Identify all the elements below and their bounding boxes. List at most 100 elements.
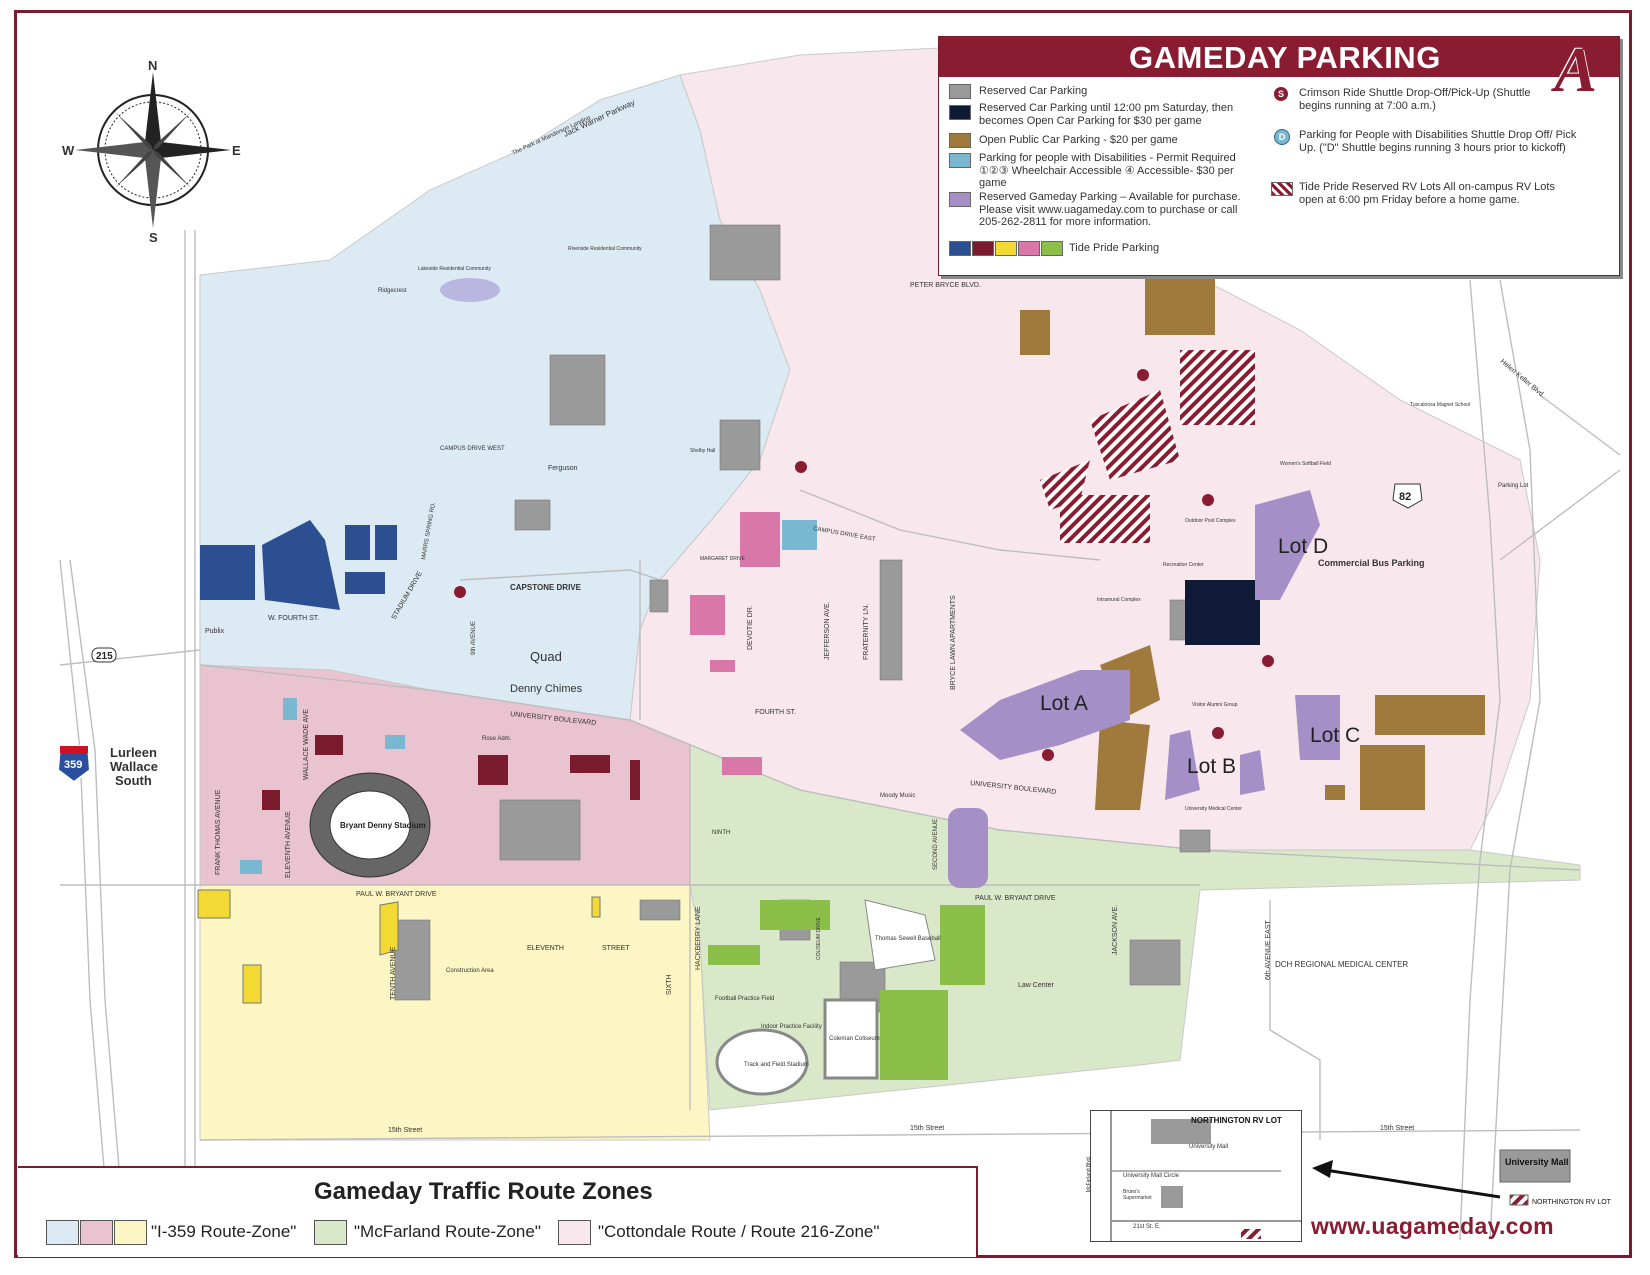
ridgecrest-label: Ridgecrest: [378, 288, 407, 294]
second-ave-label: SECOND AVENUE: [933, 819, 939, 870]
track-label: Track and Field Stadium: [744, 1062, 809, 1068]
eleventh-label: ELEVENTH: [527, 945, 564, 952]
rv-lots: [1040, 350, 1255, 543]
pwb-label-2: PAUL W. BRYANT DRIVE: [975, 895, 1056, 902]
tide-pride-pink-lots: [690, 512, 780, 775]
legend-tide-pride: Tide Pride Parking: [1069, 242, 1160, 254]
inset-arrow: [1324, 1168, 1501, 1199]
i359-label: 359: [64, 759, 82, 771]
tide-pride-blue-lots: [200, 520, 397, 610]
fifteenth-2: 15th Street: [910, 1125, 944, 1132]
moody-label: Moody Music: [880, 793, 915, 799]
navy-swatch: [949, 105, 971, 120]
commercial-label: Commercial Bus Parking: [1318, 558, 1425, 568]
legend-shuttle: Crimson Ride Shuttle Drop-Off/Pick-Up (S…: [1299, 87, 1531, 112]
tide-pride-pink: [1018, 241, 1040, 256]
tide-pride-yellow-lots: [197, 889, 601, 1004]
tide-pride-yellow: [995, 241, 1017, 256]
outdoor-pool-label: Outdoor Pool Complex: [1185, 518, 1236, 524]
rv-hatch-swatch: [1271, 182, 1293, 196]
football-label: Football Practice Field: [715, 996, 774, 1002]
lot-c-label: Lot C: [1310, 724, 1360, 747]
legend-header: GAMEDAY PARKING: [939, 37, 1619, 77]
i359-shield: [56, 745, 92, 784]
zone-pink-swatch: [558, 1220, 591, 1245]
hackberry-label: HACKBERRY LANE: [695, 906, 702, 970]
route82-shield: [1392, 483, 1423, 509]
disability-lots: [240, 520, 817, 874]
zone-mcfarland-label: "McFarland Route-Zone": [354, 1222, 541, 1241]
bryce-lawn-label: BRYCE LAWN APARTMENTS: [950, 595, 957, 690]
lurleen-label-2: Wallace: [110, 759, 158, 774]
reserved-swatch: [949, 84, 971, 99]
shelby-label: Shelby Hall: [690, 448, 715, 454]
tide-pride-green-lots: [708, 900, 985, 1080]
zone-blue-swatch: [46, 1220, 79, 1245]
inset-univ-mall: University Mall: [1189, 1144, 1229, 1150]
legend-navy: Reserved Car Parking until 12:00 pm Satu…: [979, 102, 1234, 127]
helen-keller-label: Helen Keller Blvd.: [1499, 358, 1546, 399]
visitor-alumni-label: Visitor Alumni Group: [1192, 702, 1238, 708]
sixth-ave-east-label: 6th AVENUE EAST: [1265, 919, 1272, 980]
wallace-wade-label: WALLACE WADE AVE: [303, 709, 310, 780]
inset-arrow-head: [1312, 1160, 1333, 1178]
purple-swatch: [949, 192, 971, 207]
pwb-label-1: PAUL W. BRYANT DRIVE: [356, 891, 437, 898]
script-a-logo: A: [1554, 34, 1597, 105]
disability-swatch: [949, 153, 971, 168]
northington-rv-label: NORTHINGTON RV LOT: [1532, 1199, 1612, 1206]
inset-21st: 21st St. E.: [1133, 1224, 1161, 1230]
baseball-field: [864, 899, 936, 971]
navy-lot: [1185, 580, 1260, 645]
sewell-label: Thomas Sewell Baseball: [875, 936, 941, 942]
ferguson-label: Ferguson: [548, 465, 578, 472]
legend-title: GAMEDAY PARKING: [1129, 40, 1441, 75]
compass-e: E: [232, 143, 241, 158]
capstone-label: CAPSTONE DRIVE: [510, 583, 582, 592]
intramural-label: Intramural Complex: [1097, 597, 1141, 603]
sixth-ave-label: SIXTH: [666, 974, 673, 995]
track-shape: [715, 1028, 809, 1096]
parking-lot-label: Parking Lot: [1498, 483, 1529, 489]
zone-yellow-swatch: [114, 1220, 147, 1245]
lot-d-label: Lot D: [1278, 535, 1328, 558]
roads: [59, 230, 1621, 1241]
route215-label: 215: [96, 651, 113, 662]
construction-label: Construction Area: [446, 968, 494, 974]
open-public-lots: [1020, 270, 1485, 810]
margaret-label: MARGARET DRIVE: [700, 556, 746, 562]
lake: [440, 278, 500, 302]
denny-label: Denny Chimes: [510, 683, 583, 695]
quad-label: Quad: [530, 649, 562, 664]
reserved-purple-lots: [948, 490, 1340, 888]
lurleen-label-1: Lurleen: [110, 745, 157, 760]
fifteenth-1: 15th Street: [388, 1127, 422, 1134]
lot-a-label: Lot A: [1040, 692, 1088, 715]
dch-label: DCH REGIONAL MEDICAL CENTER: [1275, 960, 1408, 969]
ninth-label: NINTH: [712, 830, 730, 836]
rose-label: Rose Adm.: [482, 736, 512, 742]
tide-pride-green: [1041, 241, 1063, 256]
compass-w: W: [62, 143, 75, 158]
inset-mcfarland: McFarland Blvd.: [1086, 1155, 1093, 1193]
fourth-st-label: FOURTH ST.: [755, 709, 796, 716]
northington-rv-swatch: [1509, 1194, 1529, 1206]
softball-label: Women's Softball Field: [1280, 461, 1331, 467]
zones-title: Gameday Traffic Route Zones: [314, 1178, 653, 1205]
publix-label: Publix: [205, 628, 225, 635]
jackson-label: JACKSON AVE.: [1112, 905, 1119, 955]
stadium-label: Bryant Denny Stadium: [340, 821, 426, 830]
coliseum-dr-label: COLISEUM DRIVE: [816, 917, 822, 960]
ninth-ave-label: 9th AVENUE: [471, 621, 477, 655]
coleman-coliseum-shape: [823, 998, 879, 1080]
lurleen-label-3: South: [115, 773, 152, 788]
indoor-label: Indoor Practice Facility: [761, 1024, 822, 1030]
campus-west-label: CAMPUS DRIVE WEST: [440, 446, 505, 452]
shuttle-d-icon: D: [1274, 129, 1290, 145]
magnet-label: Tuscaloosa Magnet School: [1410, 402, 1470, 408]
zone-maroon-swatch: [80, 1220, 113, 1245]
tide-pride-blue: [949, 241, 971, 256]
zone-i359-label: "I-359 Route-Zone": [151, 1222, 297, 1241]
website-link[interactable]: www.uagameday.com: [1311, 1213, 1554, 1239]
